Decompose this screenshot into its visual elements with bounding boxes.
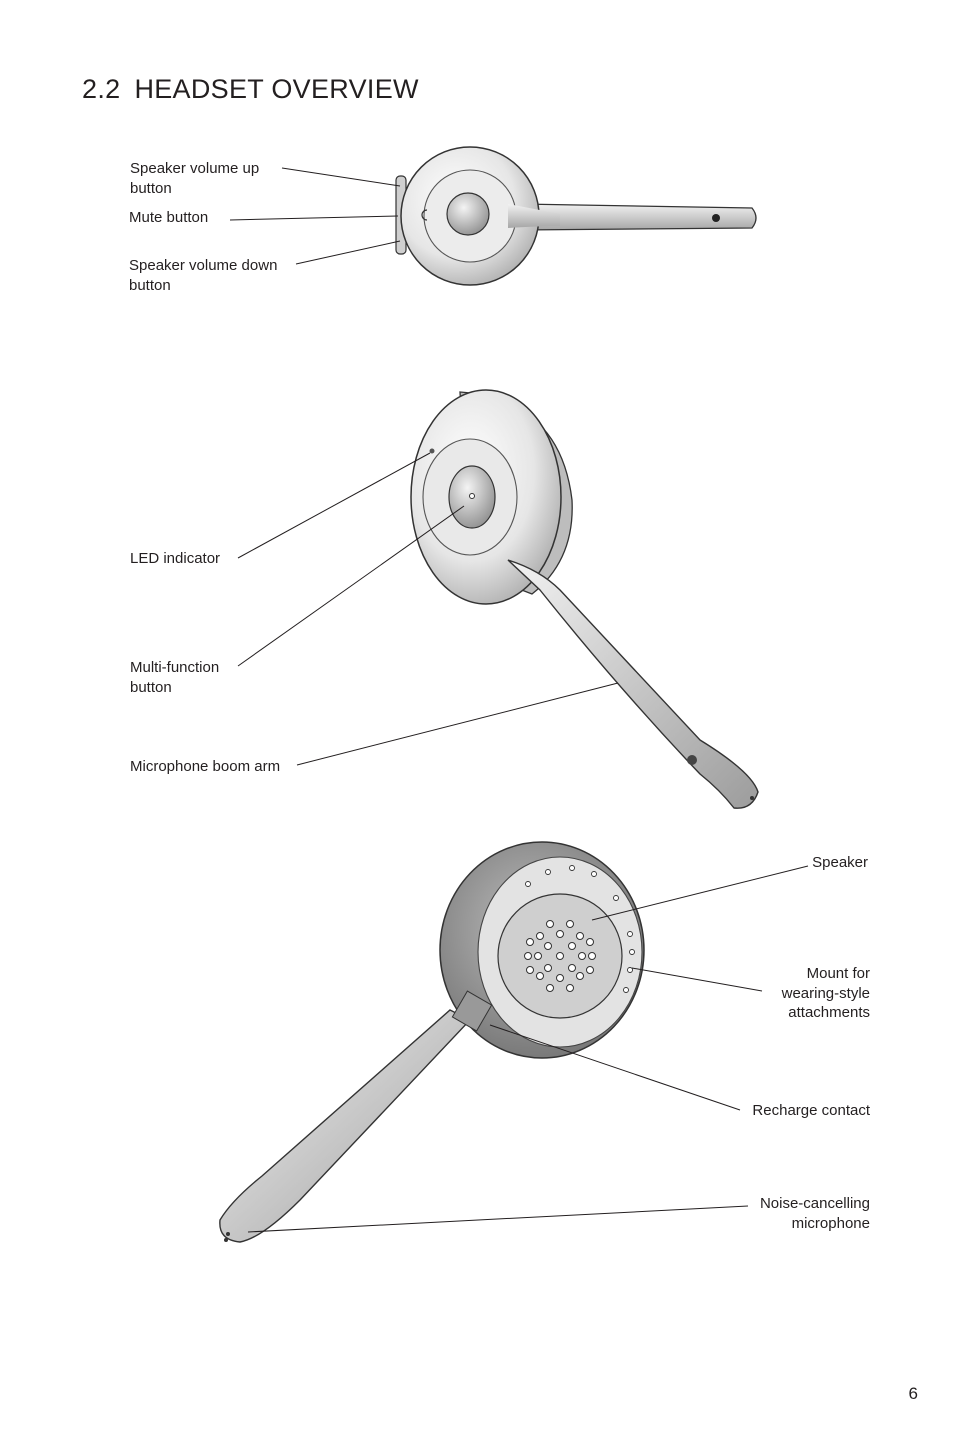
label-microphone: Noise-cancelling microphone	[759, 1195, 870, 1232]
headset-front-view	[410, 389, 759, 809]
leader-lines-top	[229, 167, 401, 265]
mount-holes	[525, 865, 635, 993]
label-recharge: Recharge contact	[752, 1102, 870, 1119]
leader-lines-back	[247, 865, 809, 1233]
label-led: LED indicator	[130, 550, 221, 567]
label-speaker: Speaker	[812, 854, 868, 871]
page-title: 2.2 HEADSET OVERVIEW	[82, 74, 419, 105]
label-mount: Mount for wearing-style attachments	[781, 965, 870, 1021]
headset-top-view	[395, 146, 757, 286]
section-title: HEADSET OVERVIEW	[134, 74, 419, 104]
label-mute: Mute button	[129, 209, 209, 226]
section-number: 2.2	[82, 74, 121, 104]
label-boom-arm: Microphone boom arm	[130, 758, 281, 775]
speaker-holes	[524, 920, 596, 992]
headset-back-view	[219, 841, 645, 1243]
label-volume-up: Speaker volume up button	[130, 160, 260, 197]
label-volume-down: Speaker volume down button	[129, 257, 278, 294]
leader-lines-front	[237, 452, 619, 766]
page-number: 6	[908, 1384, 918, 1403]
label-multi-function: Multi-function button	[130, 659, 220, 696]
